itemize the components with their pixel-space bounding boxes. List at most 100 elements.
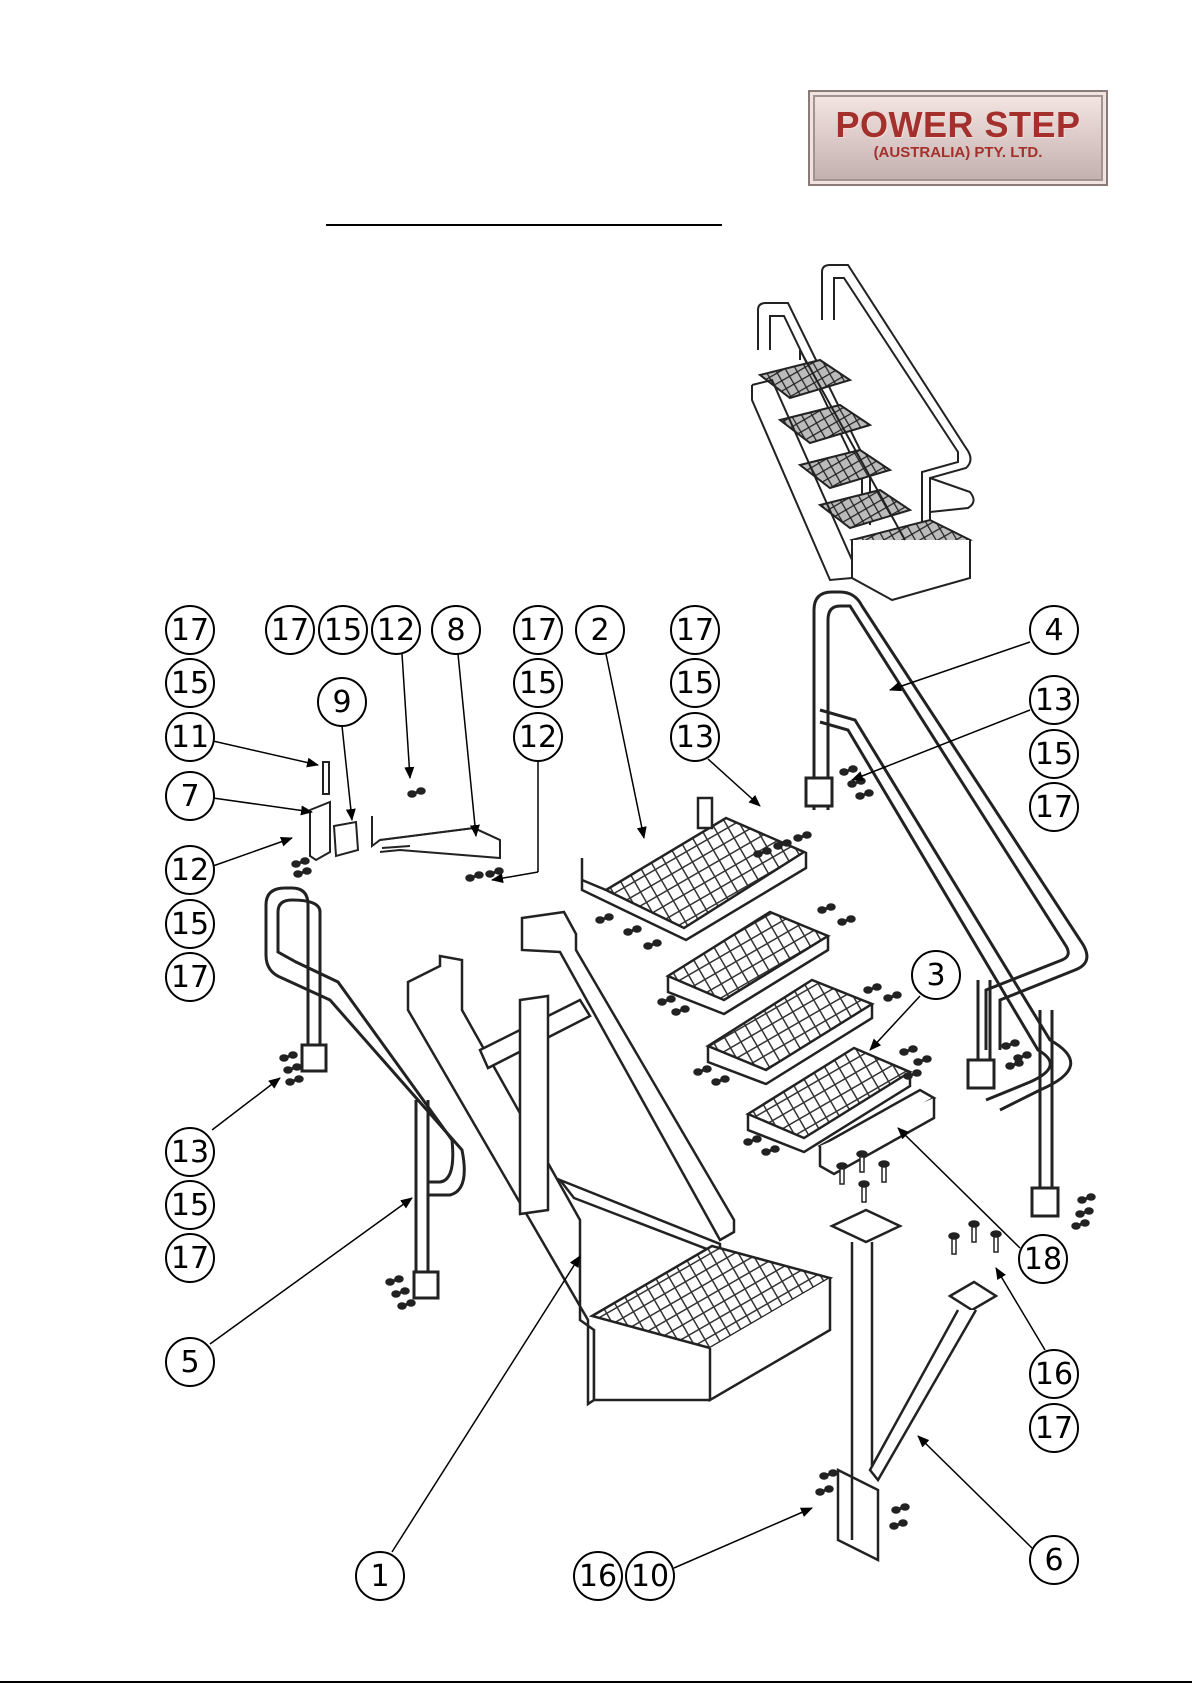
callout-label: 17 (519, 613, 557, 648)
callout-17: 17 (266, 606, 314, 654)
bolt-icon (762, 1146, 779, 1155)
bolt-icon (949, 1233, 959, 1254)
bolt-icon (1006, 1060, 1023, 1069)
callout-15: 15 (166, 900, 214, 948)
bolt-icon (280, 1052, 297, 1061)
bolt-icon (1076, 1208, 1093, 1217)
callout-label: 3 (926, 958, 945, 993)
bolt-icon (914, 1056, 931, 1065)
callout-16: 16 (1030, 1350, 1078, 1398)
callout-17: 17 (514, 606, 562, 654)
bolt-icon (837, 1163, 847, 1184)
callout-15: 15 (1030, 730, 1078, 778)
callout-label: 7 (180, 779, 199, 814)
callout-label: 16 (579, 1559, 617, 1594)
bolt-icon (294, 868, 311, 877)
callout-label: 15 (171, 907, 209, 942)
callout-label: 17 (676, 613, 714, 648)
callout-9: 9 (318, 678, 366, 726)
callout-15: 15 (671, 659, 719, 707)
callout-label: 15 (1035, 737, 1073, 772)
callout-8: 8 (432, 606, 480, 654)
callout-13: 13 (166, 1128, 214, 1176)
callout-label: 13 (171, 1135, 209, 1170)
bolt-icon (991, 1231, 1001, 1252)
bolt-icon (286, 1076, 303, 1085)
callout-label: 17 (171, 1241, 209, 1276)
callout-15: 15 (166, 659, 214, 707)
callout-label: 15 (171, 666, 209, 701)
callout-label: 12 (519, 720, 557, 755)
bolt-icon (879, 1161, 889, 1182)
callout-label: 9 (332, 685, 351, 720)
stair-stringer-frame (408, 912, 830, 1404)
bolt-icon (398, 1300, 415, 1309)
callout-label: 12 (171, 853, 209, 888)
callout-2: 2 (576, 606, 624, 654)
callout-label: 17 (271, 613, 309, 648)
bolt-icon (848, 778, 865, 787)
callout-label: 12 (377, 613, 415, 648)
bolt-icon (672, 1006, 689, 1015)
callout-label: 13 (1035, 683, 1073, 718)
callout-15: 15 (319, 606, 367, 654)
bolt-icon (859, 1181, 869, 1202)
callout-label: 6 (1044, 1543, 1063, 1578)
bolt-icon (386, 1276, 403, 1285)
callout-13: 13 (1030, 676, 1078, 724)
callout-label: 17 (1035, 1411, 1073, 1446)
bolt-icon (884, 992, 901, 1001)
callout-12: 12 (514, 713, 562, 761)
bolt-icon (466, 872, 483, 881)
callout-6: 6 (1030, 1536, 1078, 1584)
callout-label: 10 (631, 1559, 669, 1594)
callout-label: 1 (370, 1559, 389, 1594)
bolt-icon (890, 1520, 907, 1529)
callout-label: 16 (1035, 1357, 1073, 1392)
support-bracket-assembly (310, 762, 500, 860)
callout-10: 10 (626, 1552, 674, 1600)
bolt-icon (892, 1504, 909, 1513)
callout-7: 7 (166, 772, 214, 820)
callout-15: 15 (514, 659, 562, 707)
callout-label: 15 (324, 613, 362, 648)
callout-label: 15 (519, 666, 557, 701)
callout-17: 17 (166, 606, 214, 654)
bolt-icon (794, 832, 811, 841)
bolt-icon (1014, 1052, 1031, 1061)
bolt-icon (1002, 1040, 1019, 1049)
callout-18: 18 (1019, 1235, 1067, 1283)
bolt-icon (838, 916, 855, 925)
bolt-icon (840, 766, 857, 775)
callout-label: 2 (590, 613, 609, 648)
bolt-icon (486, 868, 503, 877)
callout-label: 17 (1035, 790, 1073, 825)
callout-17: 17 (166, 953, 214, 1001)
callout-label: 5 (180, 1345, 199, 1380)
bolt-icon (596, 914, 613, 923)
bolt-icon (644, 940, 661, 949)
bolt-icon (900, 1046, 917, 1055)
bolt-icon (818, 904, 835, 913)
bolt-icon (816, 1486, 833, 1495)
callout-12: 12 (372, 606, 420, 654)
callout-17: 17 (166, 1234, 214, 1282)
callout-label: 4 (1044, 613, 1063, 648)
callout-11: 11 (166, 713, 214, 761)
callout-15: 15 (166, 1181, 214, 1229)
bolt-icon (856, 790, 873, 799)
assembled-stair-preview (752, 265, 974, 600)
callout-label: 11 (171, 720, 209, 755)
bolt-icon (712, 1076, 729, 1085)
callout-label: 18 (1024, 1242, 1062, 1277)
callout-label: 15 (171, 1188, 209, 1223)
bolt-icon (624, 926, 641, 935)
callout-17: 17 (671, 606, 719, 654)
callout-label: 13 (676, 720, 714, 755)
bolt-icon (744, 1136, 761, 1145)
callout-17: 17 (1030, 783, 1078, 831)
callout-17: 17 (1030, 1404, 1078, 1452)
callout-label: 17 (171, 613, 209, 648)
